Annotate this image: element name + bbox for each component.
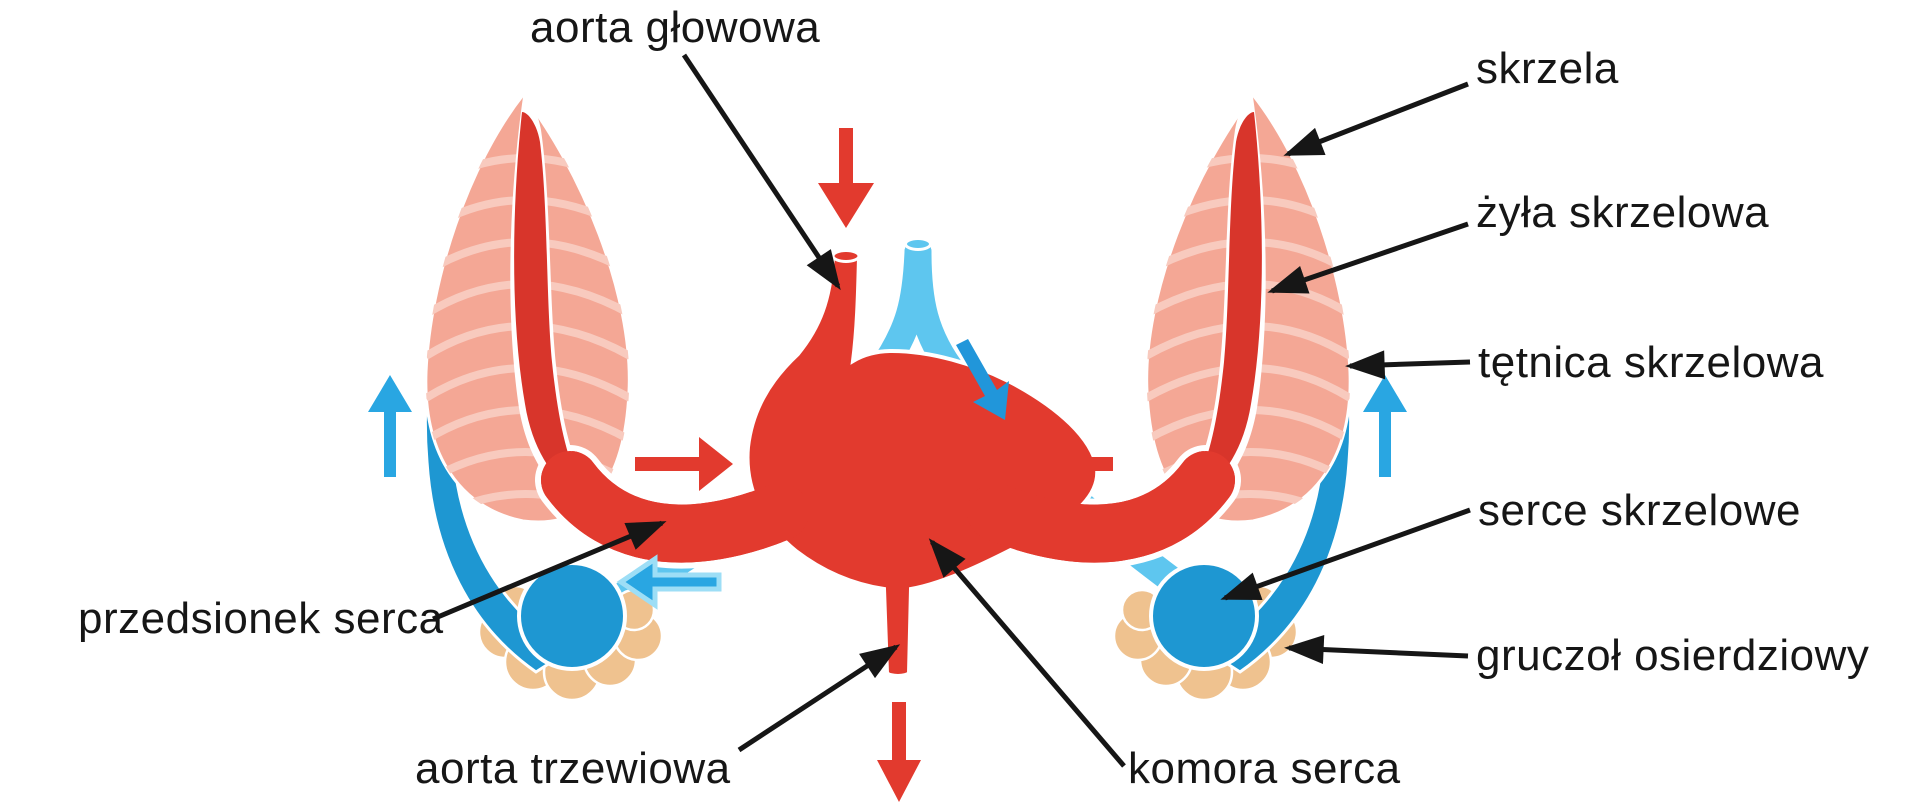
leader-skrzela xyxy=(1283,81,1469,157)
leader-aorta-glowowa xyxy=(681,53,841,291)
label-komora-serca: komora serca xyxy=(1128,744,1401,793)
heart-ventricle xyxy=(745,255,1100,678)
blue-flow-arrow-diagonal xyxy=(956,339,1009,420)
right-gill-assembly xyxy=(996,95,1351,700)
label-leader-lines xyxy=(432,53,1471,768)
leader-tetnica-skrzelowa xyxy=(1345,350,1471,380)
blue-flow-arrow-left xyxy=(616,554,722,610)
leader-przedsionek-serca xyxy=(432,520,667,622)
red-flow-arrow-down-bottom xyxy=(877,702,921,802)
red-flow-arrow-right xyxy=(635,437,733,491)
label-zyla-skrzelowa: żyła skrzelowa xyxy=(1476,188,1770,237)
leader-aorta-trzewiowa xyxy=(737,644,901,753)
label-przedsionek-serca: przedsionek serca xyxy=(78,594,444,643)
label-aorta-glowowa: aorta głowowa xyxy=(530,3,821,52)
label-aorta-trzewiowa: aorta trzewiowa xyxy=(415,744,731,793)
leader-serce-skrzelowe xyxy=(1220,507,1471,601)
leader-komora-serca xyxy=(928,538,1126,768)
blue-flow-arrow-up-right xyxy=(1363,375,1407,477)
red-flow-arrow-down-top xyxy=(818,128,874,228)
label-tetnica-skrzelowa: tętnica skrzelowa xyxy=(1478,338,1824,387)
label-skrzela: skrzela xyxy=(1476,44,1619,93)
label-serce-skrzelowe: serce skrzelowe xyxy=(1478,486,1801,535)
blue-flow-arrow-up-left xyxy=(368,375,412,477)
label-gruczol-osierdziowy: gruczoł osierdziowy xyxy=(1476,631,1870,680)
left-gill-assembly xyxy=(425,95,780,700)
leader-zyla-skrzelowa xyxy=(1267,221,1469,294)
red-flow-arrow-left xyxy=(1016,437,1113,491)
cephalic-aorta-opening xyxy=(831,249,861,263)
leader-gruczol-osierdziowy xyxy=(1284,635,1469,665)
cephalic-vein-opening xyxy=(904,237,932,251)
flow-arrows xyxy=(368,128,1407,802)
